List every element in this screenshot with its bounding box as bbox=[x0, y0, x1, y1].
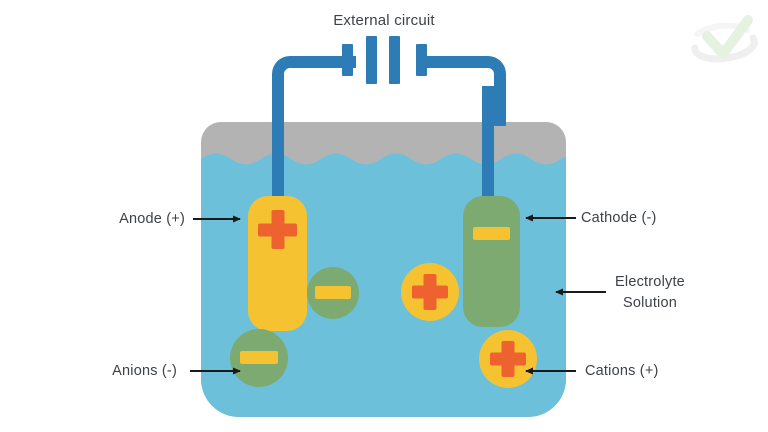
anion-particle bbox=[307, 267, 359, 319]
battery-plate-icon bbox=[416, 44, 427, 76]
anode-electrode bbox=[248, 196, 307, 331]
battery-plate-icon bbox=[342, 44, 353, 76]
cation-particle bbox=[479, 330, 537, 388]
water-surface-wave bbox=[201, 153, 566, 175]
wire-to-anode bbox=[272, 86, 284, 200]
battery-plate-icon bbox=[366, 36, 377, 84]
cation-particle bbox=[401, 263, 459, 321]
electrolyte-label-line1: Electrolyte bbox=[615, 274, 685, 290]
cations-label: Cations (+) bbox=[585, 363, 659, 379]
anode-label: Anode (+) bbox=[119, 211, 185, 227]
anion-particle bbox=[230, 329, 288, 387]
minus-icon bbox=[240, 351, 278, 364]
minus-icon bbox=[473, 227, 510, 240]
electrolyte-label-line2: Solution bbox=[623, 295, 677, 311]
battery-plate-icon bbox=[389, 36, 400, 84]
diagram-title: External circuit bbox=[333, 12, 435, 29]
cathode-electrode bbox=[463, 196, 520, 327]
plus-icon bbox=[258, 210, 297, 249]
minus-icon bbox=[315, 286, 351, 299]
plus-icon bbox=[490, 341, 526, 377]
wire-bend-right bbox=[423, 56, 506, 126]
anions-label: Anions (-) bbox=[112, 363, 177, 379]
wire-to-cathode bbox=[482, 86, 494, 200]
cathode-label: Cathode (-) bbox=[581, 210, 657, 226]
electrolyte-label: Electrolyte Solution bbox=[590, 272, 710, 314]
plus-icon bbox=[412, 274, 448, 310]
